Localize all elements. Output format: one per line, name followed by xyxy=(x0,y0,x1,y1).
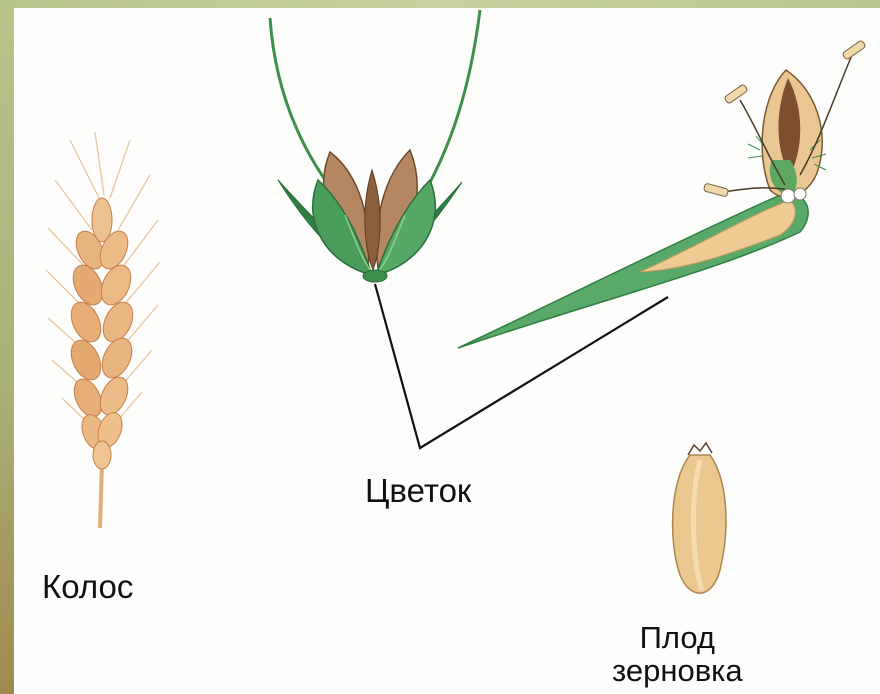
wheat-awns xyxy=(46,132,160,425)
fruit-label-line1: Плод xyxy=(612,622,743,655)
wheat-ear-illustration xyxy=(46,132,160,528)
flower-label: Цветок xyxy=(365,474,471,509)
ear-label: Колос xyxy=(42,570,133,605)
flower-illustration xyxy=(270,10,480,282)
grain-illustration xyxy=(673,443,726,593)
fruit-label: Плод зерновка xyxy=(612,622,743,687)
wheat-stem xyxy=(100,462,102,528)
leader-lines xyxy=(375,284,668,448)
wheat-spikelets xyxy=(65,198,138,469)
fruit-label-line2: зерновка xyxy=(612,655,743,688)
